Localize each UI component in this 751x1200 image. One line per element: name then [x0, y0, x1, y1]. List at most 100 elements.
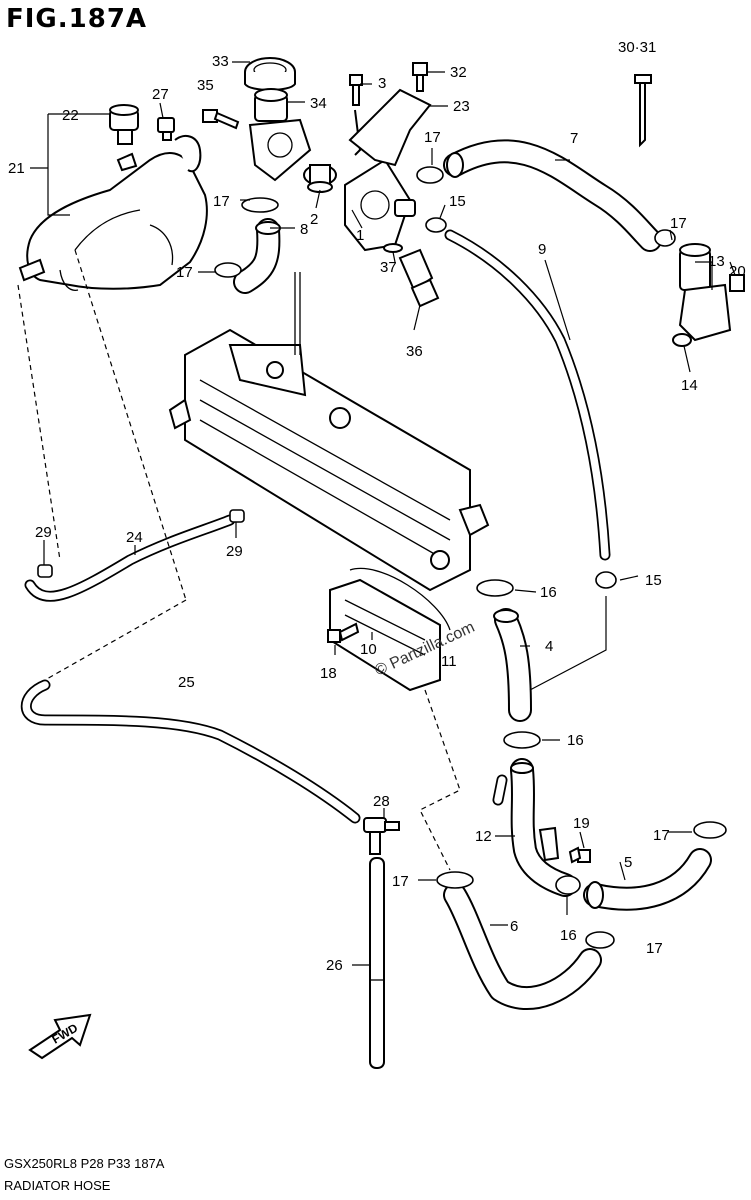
t-joint-28	[363, 817, 400, 855]
callout-22: 22	[62, 107, 79, 124]
callout-17-g: 17	[646, 940, 663, 957]
clamp-15-a	[425, 217, 447, 233]
callout-7: 7	[570, 130, 578, 147]
hose-8	[233, 218, 281, 294]
routing-lines	[17, 249, 607, 871]
callout-29-a: 29	[35, 524, 52, 541]
callout-13: 13	[708, 253, 725, 270]
clamp-15-b	[595, 571, 617, 589]
reservoir-tank	[18, 134, 208, 291]
thermostat-cap-33	[244, 57, 296, 91]
radiator	[168, 272, 490, 592]
clamp-17-g	[585, 931, 615, 949]
callout-21: 21	[8, 160, 25, 177]
callout-16-a: 16	[540, 584, 557, 601]
callout-29-b: 29	[226, 543, 243, 560]
hose-9	[444, 229, 611, 561]
callout-8: 8	[300, 221, 308, 238]
callout-15-b: 15	[645, 572, 662, 589]
clamp-17-d	[654, 229, 676, 247]
clamp-29-a	[37, 564, 53, 578]
hose-24	[24, 514, 236, 602]
tank-clip	[116, 152, 138, 172]
bolt-35	[202, 109, 240, 130]
thermostat-2	[303, 164, 337, 193]
callout-16-c: 16	[560, 927, 577, 944]
callout-12: 12	[475, 828, 492, 845]
callout-34: 34	[310, 95, 327, 112]
hose-7	[443, 139, 662, 252]
callout-5: 5	[624, 854, 632, 871]
bolt-18	[327, 622, 360, 643]
model-code: GSX250RL8 P28 P33 187A	[4, 1156, 165, 1171]
hose-5	[583, 848, 712, 911]
callout-17-c: 17	[424, 129, 441, 146]
leader-lines	[30, 61, 736, 966]
section-title: RADIATOR HOSE	[4, 1178, 111, 1193]
callout-3: 3	[378, 75, 386, 92]
callout-25: 25	[178, 674, 195, 691]
clamp-17-c	[416, 166, 444, 184]
bolt-3	[349, 74, 363, 106]
callout-24: 24	[126, 529, 143, 546]
callout-11: 11	[441, 653, 457, 670]
o-ring-14	[672, 333, 692, 347]
callout-14: 14	[681, 377, 698, 394]
callout-32: 32	[450, 64, 467, 81]
callout-30-31: 30·31	[618, 39, 656, 56]
clamp-29-b	[229, 509, 245, 523]
bracket-23	[348, 88, 432, 167]
callout-37: 37	[380, 259, 397, 276]
clamp-16-c	[555, 875, 581, 895]
bolt-32	[412, 62, 428, 92]
callout-19: 19	[573, 815, 590, 832]
callout-28: 28	[373, 793, 390, 810]
callout-6: 6	[510, 918, 518, 935]
callout-2: 2	[310, 211, 318, 228]
clamp-17-b	[214, 262, 242, 278]
callout-35: 35	[197, 77, 214, 94]
o-ring-37	[383, 243, 403, 253]
callout-17-a: 17	[213, 193, 230, 210]
clamp-30-31	[634, 74, 652, 148]
hose-26	[369, 857, 385, 1069]
hose-6	[443, 883, 602, 1011]
bolt-19	[568, 846, 591, 864]
callout-17-e: 17	[653, 827, 670, 844]
clamp-17-e	[693, 821, 727, 839]
callout-27: 27	[152, 86, 169, 103]
bolt-27	[157, 117, 175, 141]
o-ring-11	[349, 567, 451, 631]
callout-17-d: 17	[670, 215, 687, 232]
callout-20: 20	[729, 263, 746, 280]
callout-4: 4	[545, 638, 553, 655]
callout-33: 33	[212, 53, 229, 70]
hose-fitting-13	[678, 243, 732, 342]
reservoir-cap	[109, 104, 139, 145]
callout-26: 26	[326, 957, 343, 974]
hose-4	[493, 608, 532, 722]
callout-16-b: 16	[567, 732, 584, 749]
callout-15-a: 15	[449, 193, 466, 210]
clamp-16-a	[476, 579, 514, 597]
callout-9: 9	[538, 241, 546, 258]
hose-25	[20, 679, 361, 824]
clamp-17-f	[436, 871, 474, 889]
clamp-17-a	[241, 197, 279, 213]
fwd-arrow-icon: FWD	[28, 1013, 92, 1060]
callout-36: 36	[406, 343, 423, 360]
temperature-sensor-36	[398, 248, 440, 308]
callouts: 33 35 34 3 32 23 17 27 22 21 17 2 1 15 3…	[8, 39, 746, 974]
bolt-20	[729, 274, 745, 292]
callout-18: 18	[320, 665, 337, 682]
callout-17-f: 17	[392, 873, 409, 890]
figure-title: FIG.187A	[6, 4, 148, 34]
callout-10: 10	[360, 641, 377, 658]
thermostat-housing-34	[248, 88, 312, 182]
callout-1: 1	[356, 227, 364, 244]
callout-23: 23	[453, 98, 470, 115]
pipe-12	[492, 758, 577, 897]
clamp-16-b	[503, 731, 541, 749]
callout-17-b: 17	[176, 264, 193, 281]
